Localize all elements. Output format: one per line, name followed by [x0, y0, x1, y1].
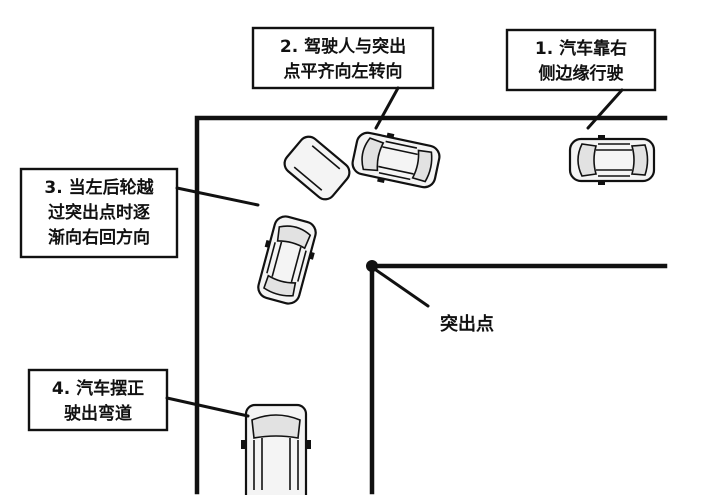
protruding-point-label: 突出点: [440, 313, 494, 335]
leader-step-2: [374, 86, 400, 130]
car-position-1: [568, 133, 656, 187]
label-step-4: 4. 汽车摆正 驶出弯道: [27, 368, 169, 432]
step2-line2: 点平齐向左转向: [284, 61, 403, 82]
step4-line2: 驶出弯道: [64, 403, 132, 424]
car-position-3: [250, 211, 324, 309]
label-step-1: 1. 汽车靠右 侧边缘行驶: [505, 28, 657, 92]
step3-line2: 过突出点时逐: [48, 202, 150, 223]
step2-line1: 2. 驾驶人与突出: [280, 36, 406, 57]
road-outer-wall: [194, 115, 668, 495]
step3-line3: 渐向右回方向: [48, 227, 150, 248]
leader-step-1: [586, 88, 624, 130]
step1-line1: 1. 汽车靠右: [535, 38, 627, 59]
step1-line2: 侧边缘行驶: [539, 63, 624, 84]
leader-step-3: [175, 186, 260, 207]
step4-line1: 4. 汽车摆正: [52, 378, 144, 399]
car-position-2b: [283, 135, 351, 201]
step3-line1: 3. 当左后轮越: [44, 177, 154, 198]
car-position-2: [348, 125, 444, 195]
label-step-2: 2. 驾驶人与突出 点平齐向左转向: [251, 26, 435, 90]
protruding-point-leader: [374, 268, 430, 308]
leader-step-4: [165, 396, 250, 418]
label-step-3: 3. 当左后轮越 过突出点时逐 渐向右回方向: [19, 167, 179, 259]
road-inner-wall: [369, 263, 668, 495]
car-position-4: [241, 403, 311, 495]
